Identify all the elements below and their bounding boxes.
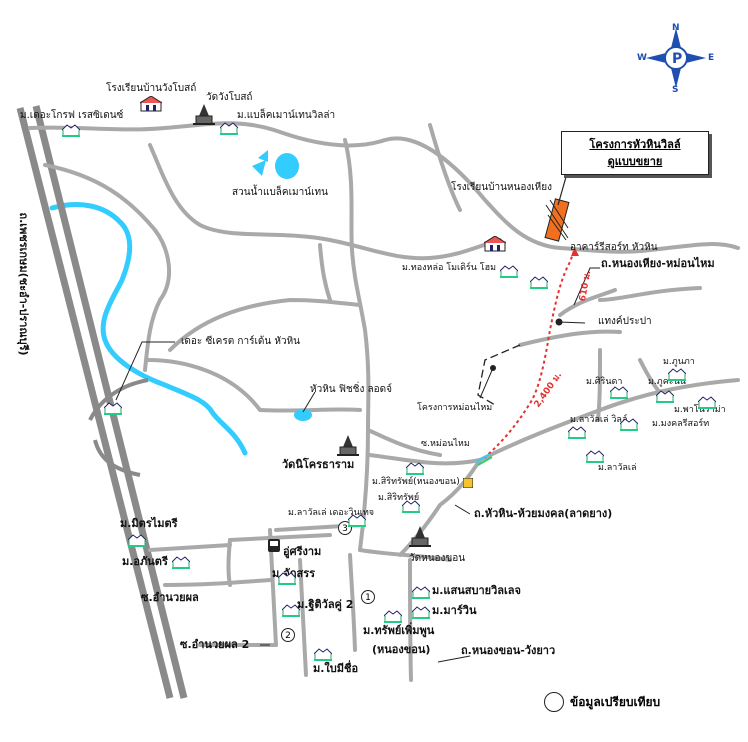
school-icon [484,236,506,252]
label-soi-amnuaiphon2: ซ.อำนวยผล 2 [180,638,250,651]
compass-south: S [672,85,679,95]
village-house-icon [610,386,628,399]
label-sappoem: ม.ทรัพย์เพิ่มพูน [363,624,435,637]
village-house-icon [412,586,430,599]
village-house-icon [568,426,586,439]
label-wat-nongkhon: วัดหนองขอน [409,553,466,564]
label-school-nonghiang: โรงเรียนบ้านหนองเหียง [451,182,552,193]
compass-east: E [708,53,715,63]
label-thiwichu2: ม.ฐิติวัลคู่ 2 [297,598,354,611]
label-road-nonghiang: ถ.หนองเหียง-หม่อนไหม [601,257,715,270]
label-road-nongkhon-wangyao: ถ.หนองขอน-วังยาว [461,644,556,657]
village-house-icon [384,610,402,623]
village-house-icon [586,450,604,463]
village-house-icon [104,402,122,415]
label-lavalee-winter: ม.ลาวัลเล่ เดอะวินเทจ [288,508,375,518]
label-phukhanin: ม.ภูคะนิน [648,377,686,387]
village-house-icon [128,534,146,547]
fishing-pond [294,409,312,421]
compass-north: N [672,23,680,33]
label-sirisap: ม.สิริทรัพย์ [378,493,420,503]
temple-icon [409,526,431,547]
label-sirinda: ม.ศิรินดา [586,377,623,387]
village-house-icon [348,514,366,527]
label-phunapha: ม.ภูนภา [663,357,695,367]
label-wat-wangphot: วัดวังโบสถ์ [206,92,253,103]
village-house-icon [278,572,296,585]
label-mongkhol-resort: ม.มงคลรีสอร์ท [652,419,710,429]
village-house-icon [620,418,638,431]
project-site [544,169,570,242]
label-saensabai: ม.แสนสบายวิลเลจ [432,584,521,597]
label-nongkhon: (หนองขอน) [372,643,431,656]
petrol-icon [463,478,473,488]
village-house-icon [62,124,80,137]
label-lavalee-ville: ม.ลาวัลเล่ วิลล์ [570,415,628,425]
label-road-huaymongkol: ถ.หัวหิน-ห้วยมงคล(ลาดยาง) [474,507,613,520]
village-house-icon [406,462,424,475]
label-baimaisue: ม.ใบมีชื่อ [313,662,359,675]
village-house-icon [220,122,238,135]
monmai-leader [479,367,494,399]
label-school-wangphot: โรงเรียนบ้านวังโบสถ์ [106,83,197,94]
village-house-icon [172,556,190,569]
legend-circle-icon [544,692,564,712]
temple-icon [337,435,359,456]
label-ophanree: ม.อภันตรี [122,555,168,568]
highway [16,105,188,699]
map-legend: ข้อมูลเปรียบเทียบ [544,692,660,712]
label-secret-garden: เดอะ ซีเครต การ์เด้น หัวหิน [181,336,301,347]
legend-text: ข้อมูลเปรียบเทียบ [570,694,661,709]
label-wat-nikhon: วัดนิโครธาราม [282,458,355,471]
leader-lines [115,267,600,663]
park-lake [252,150,299,179]
label-fishing-lodge: หัวหิน ฟิชชิ่ง ลอดจ์ [310,384,393,395]
label-panorama: ม.พาโนราม่า [674,405,726,415]
label-black-mountain-park: สวนน้ำแบล็คเมาน์เทน [232,187,328,198]
label-mitmaitri: ม.มิตรไมตรี [120,517,178,530]
local-roads [28,121,740,682]
label-soi-monmai: ซ.หม่อนไหม [421,439,470,449]
village-house-icon [698,396,716,409]
label-soi-amnuaiphon: ซ.อำนวยผล [141,591,199,604]
label-accarres: อาคาร์รีสอร์ท หัวหิน [570,242,658,253]
project-title: โครงการหัวหินวิลล์ [589,138,681,151]
school-icon [140,96,162,112]
village-house-icon [412,606,430,619]
village-house-icon [500,265,518,278]
label-monmai-project: โครงการหม่อนไหม [417,403,493,413]
label-usriam: อู่ศรีงาม [283,545,322,558]
monmai-junction [475,453,493,466]
village-house-icon [402,500,420,513]
compass-rose: P [646,28,706,88]
label-lavalee: ม.ลาวัลเล่ [598,463,637,473]
label-marawin: ม.มาร์วิน [432,604,477,617]
compass-west: W [637,53,647,63]
village-house-icon [314,648,332,661]
village-house-icon [282,604,300,617]
marker-1[interactable]: 1 [361,590,375,604]
bus-icon [268,539,280,552]
village-house-icon [656,390,674,403]
route-arrow [571,248,579,256]
label-sirisap-nongkhon: ม.สิริทรัพย์(หนองขอน) [372,477,460,487]
label-golf-residence: ม.เดอะโกรฟ เรสซิเดนซ์ [20,110,124,121]
svg-text:P: P [672,51,682,67]
project-subtitle[interactable]: ดูแบบขยาย [607,155,663,168]
route-path [483,247,576,459]
label-thonglor: ม.ทองหล่อ โมเดิร์น โฮม [402,263,497,273]
monmai-outline [477,344,521,406]
label-black-mountain-villa: ม.แบล็คเมาน์เทนวิลล่า [237,110,336,121]
temple-icon [193,104,215,125]
village-house-icon [530,276,548,289]
river [49,202,248,456]
label-water-tank: แทงค์ประปา [598,316,652,327]
marker-2[interactable]: 2 [281,628,295,642]
highway-label: ถ.เพชรเกษม(ชะอำ-ปราณบุรี) [17,212,30,356]
village-house-icon [668,368,686,381]
project-callout[interactable]: โครงการหัวหินวิลล์ ดูแบบขยาย [561,131,709,175]
